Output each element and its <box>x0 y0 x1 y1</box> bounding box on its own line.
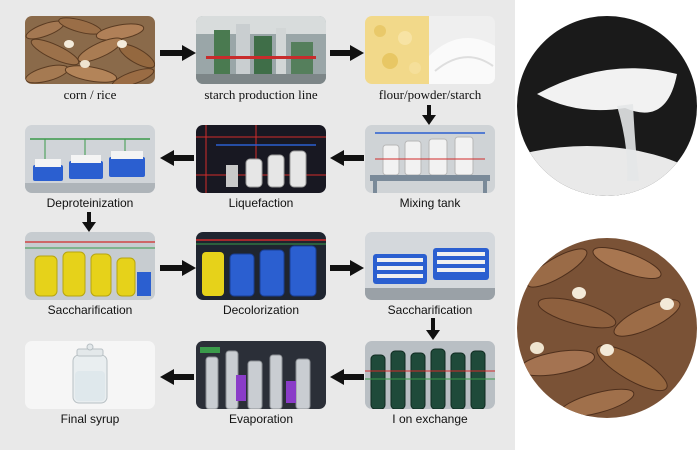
syrup-pour-photo <box>517 16 697 196</box>
cassava-photo <box>517 238 697 418</box>
saccharification-2-image <box>365 232 495 300</box>
step-label: Deproteinization <box>46 196 134 210</box>
step-evaporation: Evaporation <box>196 341 326 426</box>
step-label: Decolorization <box>222 303 300 317</box>
saccharification-1-image <box>25 232 155 300</box>
step-decolorization: Decolorization <box>196 232 326 317</box>
ion-exchange-image <box>365 341 495 409</box>
liquefaction-image <box>196 125 326 193</box>
evaporation-image <box>196 341 326 409</box>
step-label: corn / rice <box>63 87 117 102</box>
final-syrup-image <box>25 341 155 409</box>
mixing-tank-image <box>365 125 495 193</box>
step-label: Saccharification <box>387 303 473 317</box>
deproteinization-image <box>25 125 155 193</box>
step-deproteinization: Deproteinization <box>25 125 155 210</box>
step-label: Mixing tank <box>399 196 461 210</box>
starch-production-line-image <box>196 16 326 84</box>
step-mixing-tank: Mixing tank <box>365 125 495 210</box>
arrow-left-icon <box>330 369 364 385</box>
arrow-right-icon <box>160 260 196 276</box>
corn-rice-image <box>25 16 155 84</box>
step-flour-powder-starch: flour/powder/starch <box>365 16 495 103</box>
step-liquefaction: Liquefaction <box>196 125 326 210</box>
step-label: Saccharification <box>47 303 133 317</box>
step-saccharification-1: Saccharification <box>25 232 155 317</box>
step-label: Liquefaction <box>228 196 294 210</box>
step-label: I on exchange <box>392 412 468 426</box>
arrow-right-icon <box>330 45 364 61</box>
step-final-syrup: Final syrup <box>25 341 155 426</box>
arrow-right-icon <box>160 45 196 61</box>
arrow-right-icon <box>330 260 364 276</box>
step-starch-production-line: starch production line <box>196 16 326 103</box>
step-label: Final syrup <box>60 412 120 426</box>
arrow-down-icon <box>426 318 440 340</box>
step-ion-exchange: I on exchange <box>365 341 495 426</box>
arrow-left-icon <box>160 150 194 166</box>
arrow-down-icon <box>82 212 96 232</box>
step-saccharification-2: Saccharification <box>365 232 495 317</box>
step-label: Evaporation <box>228 412 294 426</box>
step-label: starch production line <box>204 87 318 102</box>
arrow-left-icon <box>160 369 194 385</box>
arrow-down-icon <box>422 105 436 125</box>
arrow-left-icon <box>330 150 364 166</box>
flour-powder-starch-image <box>365 16 495 84</box>
decolorization-image <box>196 232 326 300</box>
step-label: flour/powder/starch <box>378 87 482 102</box>
step-corn-rice: corn / rice <box>25 16 155 103</box>
